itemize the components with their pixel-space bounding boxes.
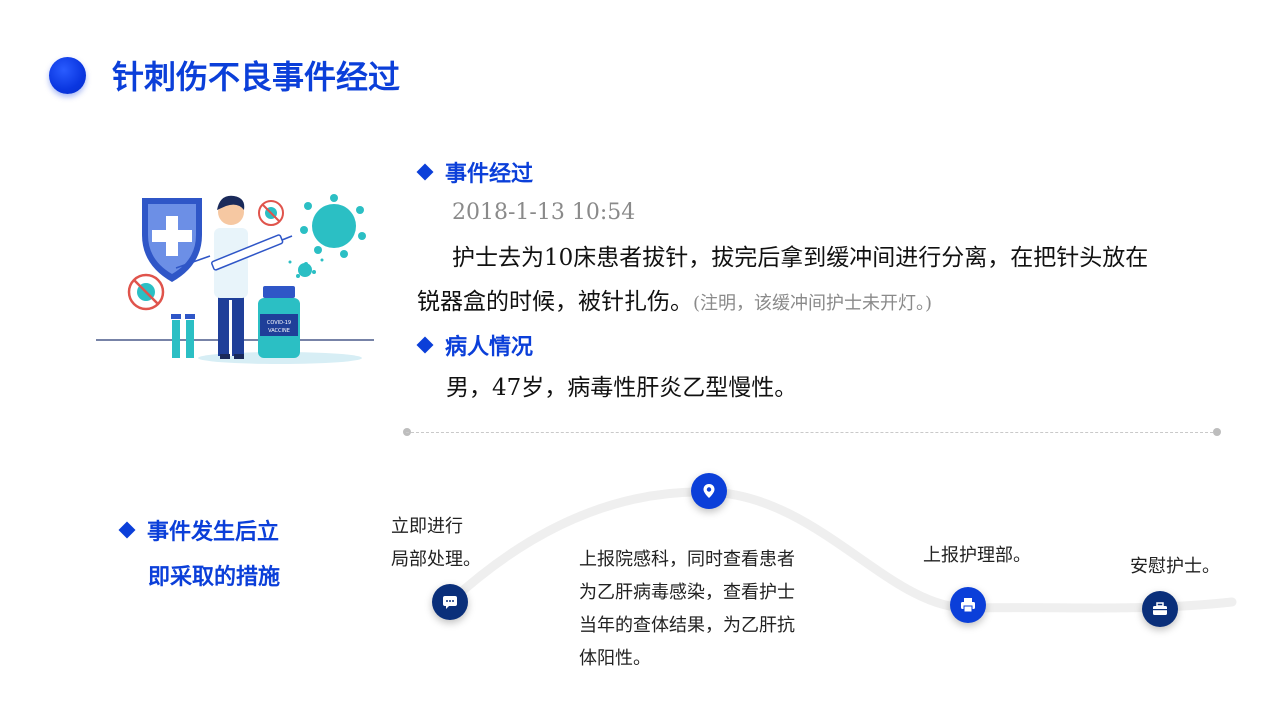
syringe-icon (175, 234, 293, 271)
step-3-node (950, 587, 986, 623)
diamond-bullet-icon (416, 336, 434, 354)
nurse-vaccine-illustration: COVID-19 VACCINE (96, 194, 374, 364)
timeline-curve (445, 487, 1237, 613)
event-description-line1: 护士去为10床患者拔针，拔完后拿到缓冲间进行分离，在把针头放在 (452, 245, 1149, 271)
measures-heading-line2: 即采取的措施 (148, 565, 281, 590)
patient-info: 男，47岁，病毒性肝炎乙型慢性。 (446, 375, 798, 401)
step-4-node (1142, 591, 1178, 627)
svg-text:COVID-19: COVID-19 (267, 320, 291, 326)
no-virus-icon (127, 273, 165, 311)
section-divider (406, 432, 1218, 433)
step-4-text: 安慰护士。 (1130, 556, 1220, 577)
event-heading: 事件经过 (416, 156, 533, 188)
printer-icon (961, 598, 975, 613)
event-description-line2: 锐器盒的时候，被针扎伤。(注明，该缓冲间护士未开灯。) (417, 289, 933, 315)
page-title: 针刺伤不良事件经过 (112, 58, 401, 96)
diamond-bullet-icon (118, 521, 136, 539)
diamond-bullet-icon (416, 163, 434, 181)
step-2-text: 上报院感科，同时查看患者为乙肝病毒感染，查看护士 当年的查体结果，为乙肝抗体阳性… (579, 549, 795, 669)
briefcase-icon (1153, 602, 1167, 615)
no-virus-icon (258, 200, 284, 226)
measures-heading-line1: 事件发生后立 (118, 514, 279, 546)
step-3-text: 上报护理部。 (923, 545, 1031, 566)
virus-icon (288, 194, 366, 278)
nurse-figure (214, 195, 248, 359)
patient-heading: 病人情况 (416, 329, 533, 361)
step-2-node (691, 473, 727, 509)
header-bullet-dot (49, 57, 86, 94)
step-1-node (432, 584, 468, 620)
svg-text:VACCINE: VACCINE (268, 328, 290, 334)
vaccine-bottle-icon: COVID-19 VACCINE (258, 286, 300, 358)
step-1-text: 立即进行局部处理。 (391, 516, 481, 570)
event-note: (注明，该缓冲间护士未开灯。) (693, 293, 933, 314)
test-tube-icon (171, 314, 195, 358)
event-datetime: 2018-1-13 10:54 (452, 200, 636, 225)
virus-icon (298, 263, 312, 277)
chat-icon (443, 596, 457, 609)
divider-end-dot (1213, 428, 1221, 436)
location-pin-icon (703, 484, 715, 498)
shield-cross-icon (142, 198, 202, 282)
